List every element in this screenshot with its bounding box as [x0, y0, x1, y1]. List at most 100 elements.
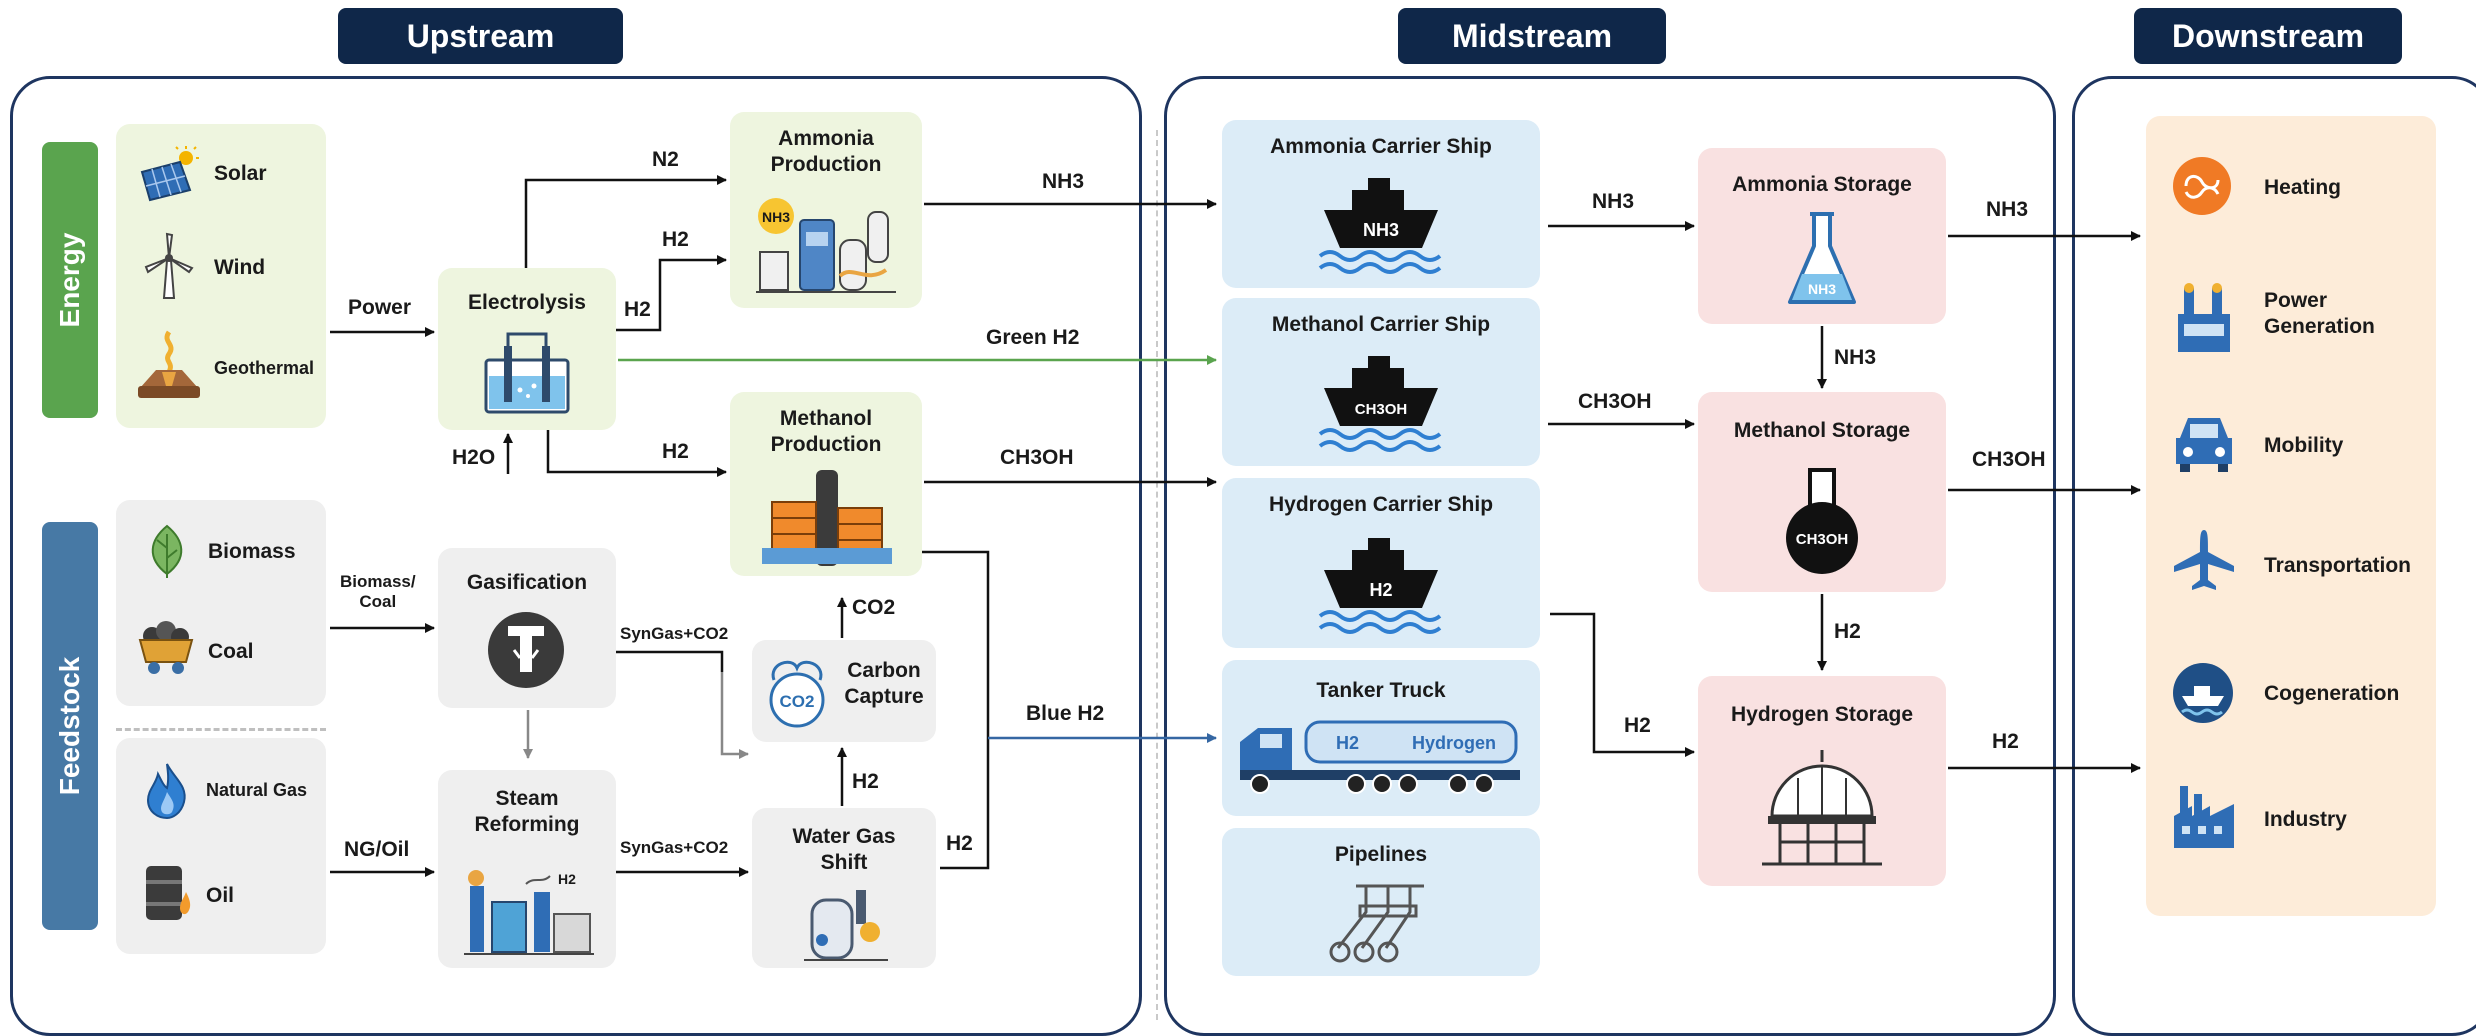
flow-label-h2-shift-out: H2	[946, 832, 973, 855]
flow-label-nh3-storage: NH3	[1592, 190, 1635, 213]
gasifier-icon	[488, 612, 564, 688]
steam-reformer-badge: H2	[558, 871, 576, 887]
ammonia-plant-badge: NH3	[762, 209, 790, 225]
energy-sources-box: Solar Wind Geothermal	[116, 124, 326, 428]
power-generation-label-line1: Power	[2264, 289, 2328, 312]
methanol-storage-badge: CH3OH	[1796, 531, 1849, 548]
flow-label-biomass-coal-line2: Coal	[359, 592, 397, 611]
heating-icon	[2173, 157, 2231, 215]
oil-label: Oil	[206, 884, 235, 907]
water-gas-shift-title-line1: Water Gas	[792, 825, 896, 848]
electrolyzer-icon	[484, 332, 570, 414]
gasification-box: Gasification	[438, 548, 616, 708]
power-generation-label-line2: Generation	[2264, 315, 2375, 339]
flow-label-nh3: NH3	[1042, 170, 1085, 193]
solid-feedstock-box: Biomass Coal	[116, 500, 326, 706]
flow-label-h2-down: H2	[1834, 620, 1861, 643]
carbon-capture-title-line1: Carbon	[847, 659, 921, 682]
hydrogen-storage-box: Hydrogen Storage	[1698, 676, 1946, 886]
natural-gas-label: Natural Gas	[206, 780, 308, 800]
pipeline-icon	[1329, 884, 1424, 963]
ship-icon: NH3	[1318, 178, 1442, 274]
factory-icon	[2174, 786, 2234, 848]
pipelines-box: Pipelines	[1222, 828, 1540, 976]
ammonia-carrier-ship-box: Ammonia Carrier Ship NH3	[1222, 120, 1540, 288]
flame-icon	[146, 763, 186, 820]
wind-turbine-icon	[144, 232, 194, 299]
geothermal-icon	[138, 330, 200, 398]
solar-panel-icon	[140, 146, 199, 202]
car-icon	[2176, 418, 2232, 472]
flow-label-h2o: H2O	[452, 446, 496, 469]
flow-label-biomass-coal: Biomass/Coal	[340, 572, 416, 612]
tanker-truck-box: Tanker Truck H2 Hydrogen	[1222, 660, 1540, 816]
oil-barrel-icon	[146, 866, 191, 920]
upstream-header-label: Upstream	[406, 17, 555, 54]
ammonia-production-title-line1: Ammonia	[778, 127, 874, 150]
flow-label-n2: N2	[652, 148, 679, 171]
geothermal-label: Geothermal	[214, 358, 315, 378]
methanol-storage-title: Methanol Storage	[1733, 419, 1911, 442]
gasification-title: Gasification	[466, 571, 588, 594]
downstream-header: Downstream	[2134, 8, 2402, 64]
ammonia-ship-title: Ammonia Carrier Ship	[1270, 135, 1492, 158]
flow-label-h2-shift: H2	[852, 770, 879, 793]
mobility-label: Mobility	[2264, 434, 2344, 457]
energy-tab-label: Energy	[54, 232, 85, 328]
hydrogen-storage-title: Hydrogen Storage	[1730, 703, 1914, 726]
flow-label-ch3oh: CH3OH	[1000, 446, 1074, 469]
steam-reforming-title-line1: Steam	[495, 787, 559, 810]
flow-label-ng-oil: NG/Oil	[344, 838, 410, 861]
flow-label-h2-electrolysis: H2	[624, 298, 651, 321]
feedstock-tab-label: Feedstock	[54, 656, 85, 796]
midstream-header-label: Midstream	[1451, 17, 1613, 54]
hydrogen-carrier-ship-box: Hydrogen Carrier Ship H2	[1222, 478, 1540, 648]
flow-label-ch3oh-downstream: CH3OH	[1972, 448, 2046, 471]
ammonia-ship-badge: NH3	[1363, 220, 1399, 240]
leaf-icon	[151, 524, 183, 578]
coal-cart-icon	[138, 621, 194, 674]
flow-label-blue-h2: Blue H2	[1026, 702, 1105, 725]
energy-tab: Energy	[42, 142, 98, 418]
electrolysis-box: Electrolysis	[438, 268, 616, 430]
flow-label-h2-downstream: H2	[1992, 730, 2019, 753]
methanol-storage-box: Methanol Storage CH3OH	[1698, 392, 1946, 592]
methanol-ship-badge: CH3OH	[1355, 401, 1408, 418]
flow-label-ch3oh-storage: CH3OH	[1578, 390, 1652, 413]
flow-label-power: Power	[348, 296, 412, 319]
downstream-header-label: Downstream	[2171, 17, 2365, 54]
panel-divider	[1156, 130, 1158, 1020]
tanker-truck-icon: H2 Hydrogen	[1240, 720, 1520, 794]
flow-label-nh3-downstream: NH3	[1986, 198, 2029, 221]
feedstock-tab: Feedstock	[42, 522, 98, 930]
flow-label-syngas-reforming: SynGas+CO2	[620, 838, 729, 857]
electrolysis-title: Electrolysis	[468, 291, 586, 314]
carbon-capture-title-line2: Capture	[844, 685, 924, 709]
flow-label-co2: CO2	[852, 596, 896, 619]
ship-icon: CH3OH	[1318, 356, 1442, 452]
midstream-header: Midstream	[1398, 8, 1666, 64]
wind-label: Wind	[214, 256, 266, 279]
transportation-label: Transportation	[2264, 554, 2412, 577]
airplane-icon	[2174, 530, 2234, 590]
pipelines-title: Pipelines	[1334, 843, 1428, 866]
ammonia-plant-icon: NH3	[756, 198, 896, 293]
ammonia-storage-title: Ammonia Storage	[1732, 173, 1912, 196]
flask-icon: NH3	[1788, 212, 1856, 304]
ammonia-storage-box: Ammonia Storage NH3	[1698, 148, 1946, 324]
tanker-truck-title: Tanker Truck	[1316, 679, 1446, 702]
methanol-ship-title: Methanol Carrier Ship	[1271, 313, 1491, 336]
ammonia-storage-badge: NH3	[1808, 281, 1836, 297]
spherical-tank-icon	[1762, 750, 1882, 866]
feedstock-divider	[116, 728, 326, 731]
industry-label: Industry	[2264, 808, 2347, 831]
co2-capture-icon: CO2	[769, 660, 825, 728]
